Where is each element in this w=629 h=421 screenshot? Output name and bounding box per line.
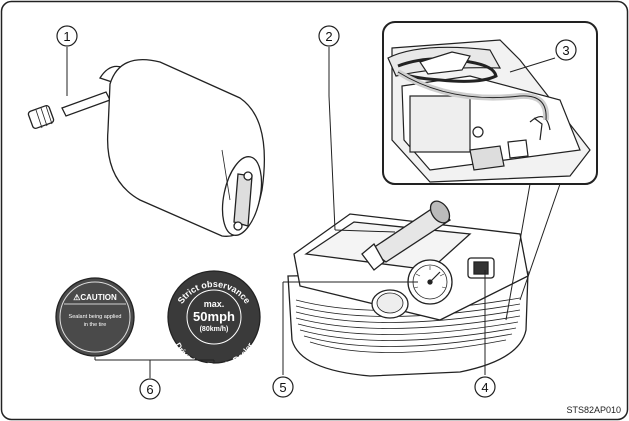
callout-3: 3	[555, 39, 577, 61]
callout-1-label: 1	[63, 29, 70, 44]
figure-code: STS82AP010	[566, 405, 621, 415]
callout-6: 6	[139, 378, 161, 400]
leader-lines	[66, 47, 561, 378]
bottle-nozzle-cap	[27, 104, 55, 130]
callout-1: 1	[56, 25, 78, 47]
inset-hose	[396, 51, 550, 121]
speed-kmh: (80km/h)	[200, 326, 229, 333]
caution-sticker: ⚠CAUTION Sealant being applied in the ti…	[55, 277, 135, 357]
callout-4: 4	[474, 376, 496, 398]
callout-5: 5	[272, 376, 294, 398]
inset-panel	[382, 21, 598, 185]
callout-6-label: 6	[146, 382, 153, 397]
callout-5-label: 5	[279, 380, 286, 395]
sealant-bottle	[27, 58, 265, 237]
callout-3-label: 3	[562, 43, 569, 58]
callout-2: 2	[318, 25, 340, 47]
speed-max: max.	[204, 299, 225, 309]
speed-sticker: Strict observance Drive to a Toyota Deal…	[167, 270, 261, 371]
compressor	[287, 200, 529, 377]
caution-line1: Sealant being applied	[69, 314, 122, 320]
callout-2-label: 2	[325, 29, 332, 44]
caution-line2: in the tire	[84, 322, 107, 328]
speed-mph: 50mph	[193, 309, 235, 324]
callout-4-label: 4	[481, 380, 488, 395]
caution-header: ⚠CAUTION	[73, 293, 117, 302]
